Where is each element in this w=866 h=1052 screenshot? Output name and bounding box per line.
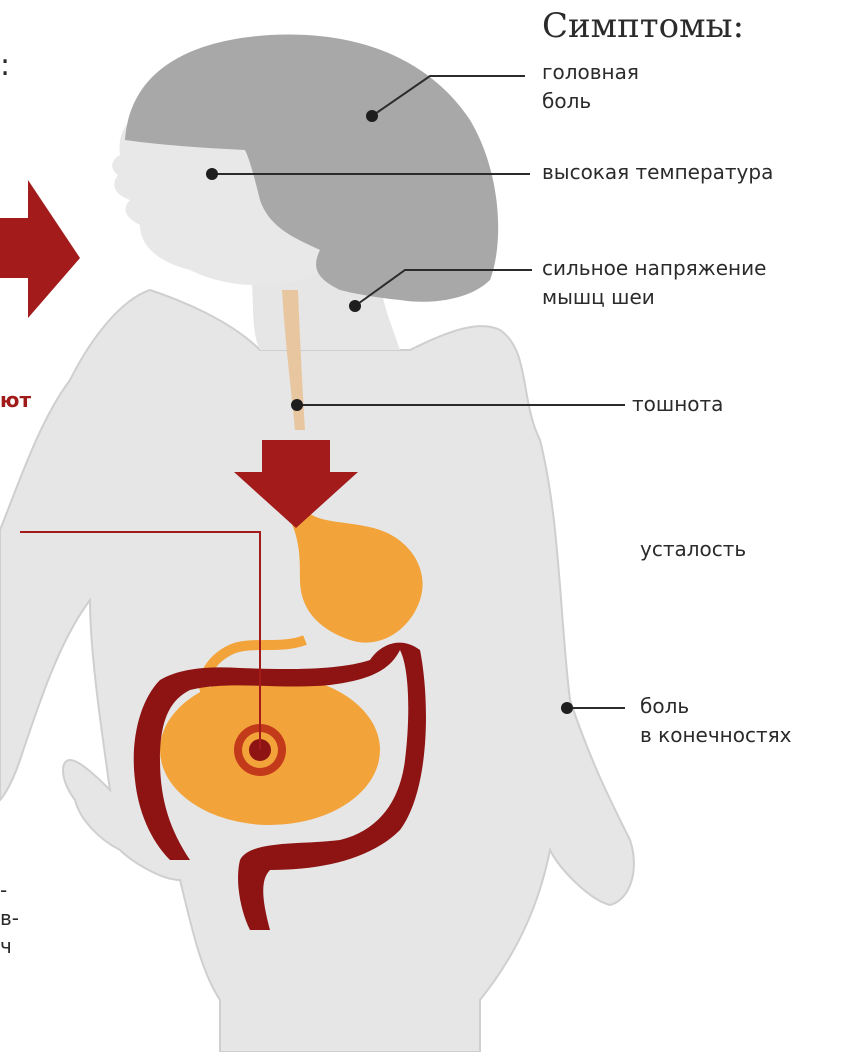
symptom-limb-pain-line2: в конечностях <box>640 721 791 750</box>
symptom-limb-pain-line1: боль <box>640 692 791 721</box>
symptom-nausea: тошнота <box>632 390 723 419</box>
symptom-neck-tension: сильное напряжение мышц шеи <box>542 254 766 312</box>
cut-text-red: ют <box>0 388 31 412</box>
symptom-nausea-line1: тошнота <box>632 390 723 419</box>
cut-text-bottom-1: - <box>0 878 7 902</box>
cut-text-top: : <box>0 48 10 83</box>
symptom-fatigue: усталость <box>640 535 746 564</box>
symptom-fatigue-line1: усталость <box>640 535 746 564</box>
symptom-limb-pain: боль в конечностях <box>640 692 791 750</box>
symptom-fever-line1: высокая температура <box>542 158 773 187</box>
symptom-neck-tension-line1: сильное напряжение <box>542 254 766 283</box>
symptom-neck-tension-line2: мышц шеи <box>542 283 766 312</box>
cut-text-bottom-2: в- <box>0 906 19 930</box>
symptom-headache-line2: боль <box>542 87 639 116</box>
symptom-headache: головная боль <box>542 58 639 116</box>
cut-text-bottom-3: ч <box>0 934 12 958</box>
arrow-left <box>0 180 80 318</box>
symptoms-title: Симптомы: <box>542 6 744 46</box>
symptom-headache-line1: головная <box>542 58 639 87</box>
symptom-fever: высокая температура <box>542 158 773 187</box>
